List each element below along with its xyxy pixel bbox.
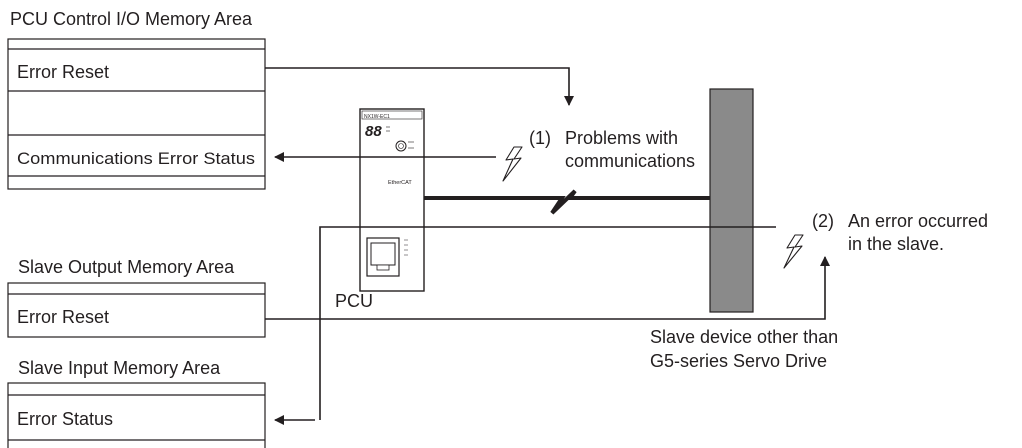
slave-output-title: Slave Output Memory Area [18, 257, 235, 277]
slave-device-label-1: Slave device other than [650, 327, 838, 347]
pcu-comm-error-status: Communications Error Status [17, 149, 255, 168]
slave-device-label-2: G5-series Servo Drive [650, 351, 827, 371]
problem-1-line-1: Problems with [565, 128, 678, 148]
pcu-unit: NX1W-EC1 88 EtherCAT [360, 109, 424, 291]
pcu-area-title: PCU Control I/O Memory Area [10, 9, 253, 29]
pcu-model-text: NX1W-EC1 [364, 114, 390, 120]
pcu-ethercat-text: EtherCAT [388, 180, 412, 186]
problem-1-line-2: communications [565, 151, 695, 171]
slave-input-error-status: Error Status [17, 409, 113, 429]
lightning-icon [503, 147, 522, 181]
pcu-label: PCU [335, 291, 373, 311]
problem-2-line-1: An error occurred [848, 211, 988, 231]
pcu-error-reset: Error Reset [17, 62, 109, 82]
slave-output-error-reset: Error Reset [17, 307, 109, 327]
problem-2-number: (2) [812, 211, 834, 231]
ethercat-cable [424, 191, 710, 213]
slave-input-title: Slave Input Memory Area [18, 358, 221, 378]
pcu-display-digits: 88 [365, 123, 382, 140]
problem-1-number: (1) [529, 128, 551, 148]
slave-device [710, 89, 753, 312]
problem-2-line-2: in the slave. [848, 234, 944, 254]
lightning-icon [784, 235, 803, 268]
error-reset-arrow [265, 68, 569, 105]
